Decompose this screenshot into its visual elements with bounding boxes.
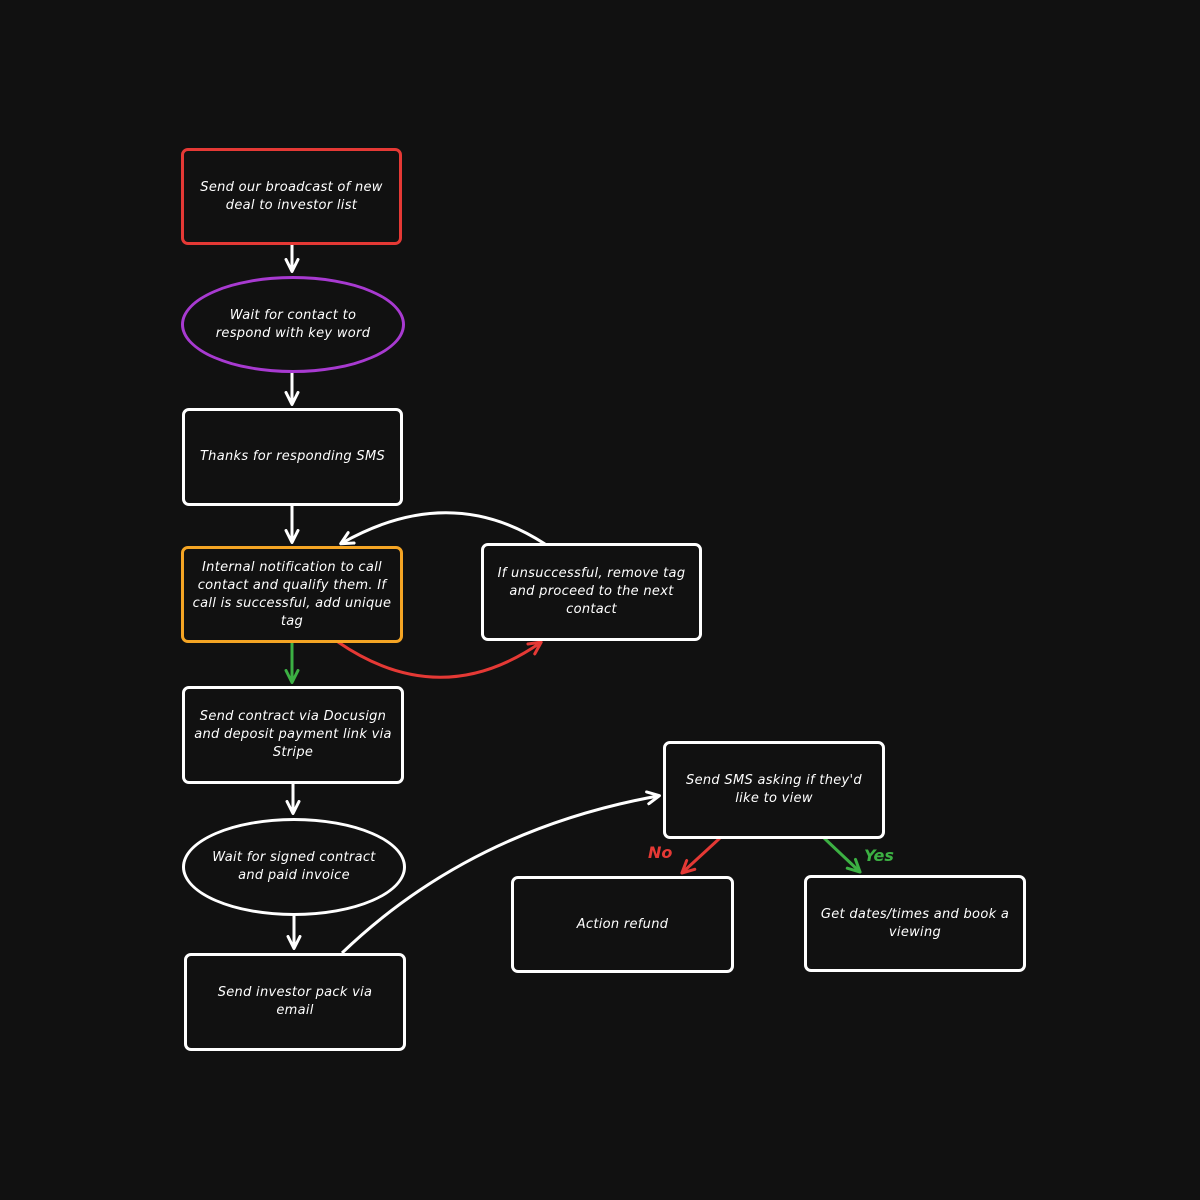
node-wait-signed-label: Wait for signed contract and paid invoic…: [212, 850, 376, 883]
arrow-sms-view-to-refund: [680, 836, 722, 875]
arrow-sms-view-to-viewing: [822, 836, 862, 874]
node-send-contract-label: Send contract via Docusign and deposit p…: [194, 709, 392, 760]
arrow-pack-to-sms-view: [340, 790, 661, 955]
node-thanks-sms-label: Thanks for responding SMS: [199, 449, 386, 464]
node-investor-pack[interactable]: Send investor pack via email: [184, 953, 406, 1051]
node-wait-keyword-label: Wait for contact to respond with key wor…: [215, 307, 371, 341]
node-wait-keyword[interactable]: Wait for contact to respond with key wor…: [181, 276, 405, 373]
node-broadcast[interactable]: Send our broadcast of new deal to invest…: [181, 148, 402, 245]
node-internal-notification[interactable]: Internal notification to call contact an…: [181, 546, 403, 643]
node-book-viewing-label: Get dates/times and book a viewing: [820, 906, 1010, 940]
edge-label-yes: Yes: [864, 846, 894, 865]
node-unsuccessful[interactable]: If unsuccessful, remove tag and proceed …: [481, 543, 702, 641]
arrow-internal-to-unsuccessful: [337, 640, 543, 679]
node-broadcast-label: Send our broadcast of new deal to invest…: [200, 179, 383, 213]
node-action-refund-label: Action refund: [576, 916, 669, 932]
node-thanks-sms[interactable]: Thanks for responding SMS: [182, 408, 403, 506]
node-sms-view[interactable]: Send SMS asking if they'd like to view: [663, 741, 885, 839]
edge-label-no: No: [648, 843, 673, 862]
node-internal-notification-label: Internal notification to call contact an…: [192, 559, 392, 629]
arrow-unsuccessful-to-internal: [339, 511, 546, 546]
node-investor-pack-label: Send investor pack via email: [217, 985, 373, 1018]
node-book-viewing[interactable]: Get dates/times and book a viewing: [804, 875, 1026, 972]
node-action-refund[interactable]: Action refund: [511, 876, 734, 973]
node-sms-view-label: Send SMS asking if they'd like to view: [686, 773, 862, 806]
node-wait-signed[interactable]: Wait for signed contract and paid invoic…: [182, 818, 406, 916]
node-unsuccessful-label: If unsuccessful, remove tag and proceed …: [497, 566, 686, 617]
node-send-contract[interactable]: Send contract via Docusign and deposit p…: [182, 686, 404, 784]
